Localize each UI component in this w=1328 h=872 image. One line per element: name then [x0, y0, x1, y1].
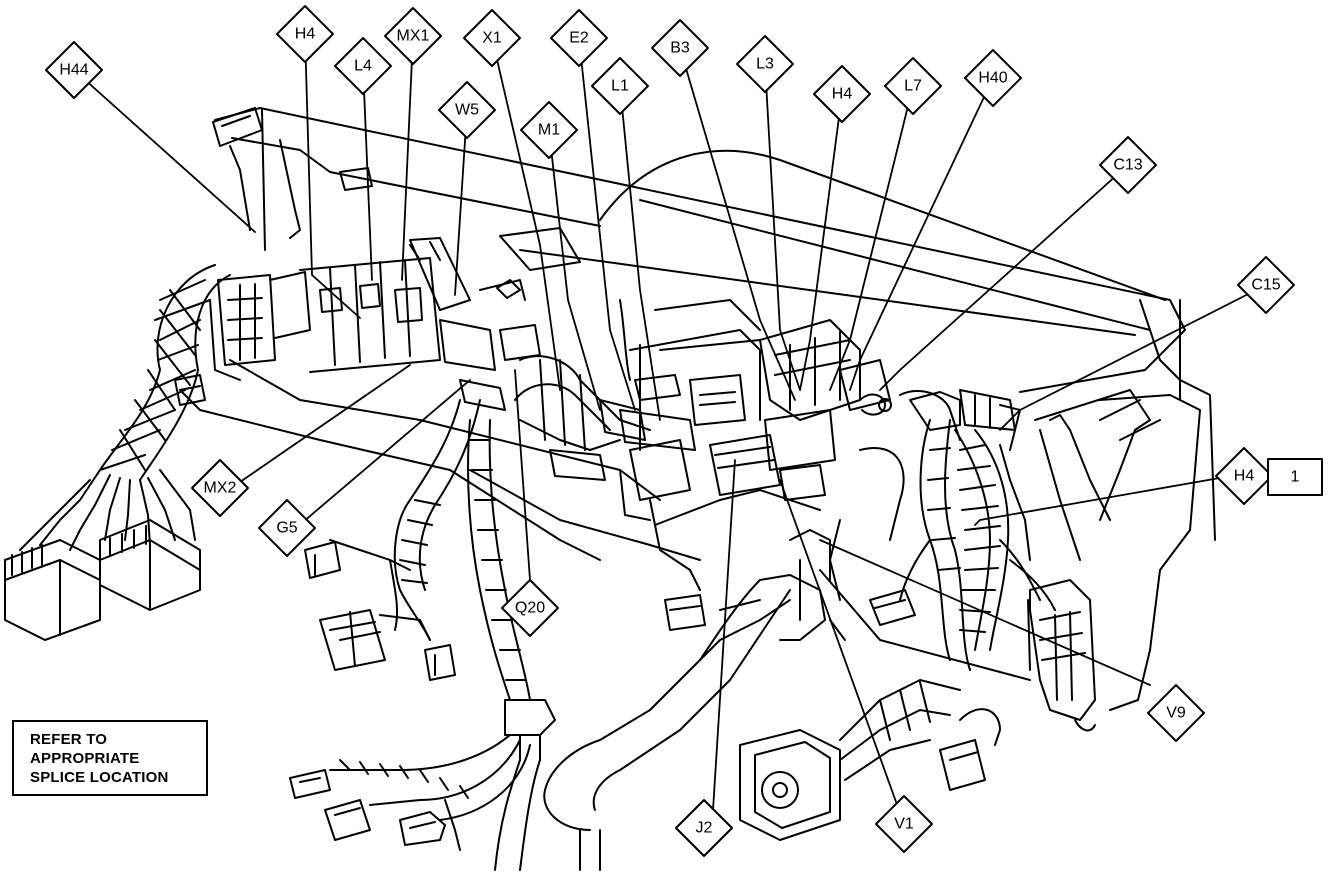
- middle-harness: [514, 299, 781, 521]
- callout-h4-top: H4: [295, 26, 316, 43]
- left-braided-harness: [19, 264, 231, 551]
- diamond-h40: [964, 49, 1022, 107]
- callout-mx2: MX2: [204, 480, 237, 497]
- misc-connectors: [174, 374, 1071, 641]
- diamond-m1: [520, 101, 578, 159]
- diamond-c13: [1099, 136, 1157, 194]
- callout-labels: H44 H4 L4 MX1 X1 E2 B3 L3 W5 M1 L1 H4 L7…: [59, 26, 1299, 837]
- left-lower-connector-2: [99, 519, 201, 611]
- diamond-v1: [875, 795, 933, 853]
- callout-h44: H44: [59, 62, 88, 79]
- diamond-v9: [1147, 684, 1205, 742]
- splice-location-note: REFER TO APPROPRIATE SPLICE LOCATION: [12, 720, 208, 796]
- diamond-q20: [501, 579, 559, 637]
- left-lower-wiring: [289, 399, 556, 851]
- instrument-panel: [179, 107, 1216, 711]
- callout-x1: X1: [482, 30, 502, 47]
- callout-h4-right: H4: [1234, 468, 1255, 485]
- diamond-l3: [736, 35, 794, 93]
- callout-q20: Q20: [515, 600, 545, 617]
- diamond-b3: [651, 19, 709, 77]
- center-right-connectors: [759, 319, 1021, 501]
- callout-e2: E2: [569, 30, 589, 47]
- diamond-l7: [884, 57, 942, 115]
- leader-lines: [73, 33, 1267, 827]
- diamond-h44: [45, 41, 103, 99]
- callout-c15: C15: [1251, 277, 1280, 294]
- callout-w5: W5: [455, 102, 479, 119]
- callout-c13: C13: [1113, 157, 1142, 174]
- diamond-mx1: [384, 7, 442, 65]
- callout-j2: J2: [696, 820, 713, 837]
- left-lower-connector-1: [4, 539, 101, 641]
- note-line-3: SPLICE LOCATION: [30, 769, 169, 786]
- note-line-1: REFER TO: [30, 731, 108, 748]
- callout-m1: M1: [538, 122, 560, 139]
- diamond-c15: [1237, 256, 1295, 314]
- callout-g5: G5: [276, 520, 297, 537]
- callout-l3: L3: [756, 56, 774, 73]
- left-panel-connectors: [217, 237, 541, 411]
- diamond-e2: [550, 9, 608, 67]
- callout-mx1: MX1: [397, 28, 430, 45]
- callout-v9: V9: [1166, 705, 1186, 722]
- callout-diamonds: [45, 5, 1295, 857]
- callout-v1: V1: [894, 816, 914, 833]
- diamond-h4-mid: [813, 65, 871, 123]
- diamond-mx2: [191, 459, 249, 517]
- top-left-bracket: [212, 107, 581, 271]
- callout-h4-right-number: 1: [1291, 469, 1300, 486]
- callout-b3: B3: [670, 40, 690, 57]
- diamond-w5: [438, 81, 496, 139]
- callout-l1: L1: [611, 78, 629, 95]
- callout-h40: H40: [978, 70, 1007, 87]
- callout-l4: L4: [354, 58, 372, 75]
- callout-h4-mid: H4: [832, 86, 853, 103]
- diamond-h4-right: [1215, 447, 1273, 505]
- callout-l7: L7: [904, 78, 922, 95]
- lower-round-connector: [739, 679, 1001, 841]
- diamond-h4-top: [276, 5, 334, 63]
- diamond-x1: [463, 9, 521, 67]
- diamond-l1: [591, 57, 649, 115]
- diamond-l4: [334, 37, 392, 95]
- diamond-j2: [675, 799, 733, 857]
- note-line-2: APPROPRIATE: [30, 750, 140, 767]
- callout-h4-right-box: [1267, 458, 1323, 496]
- diamond-g5: [258, 499, 316, 557]
- right-harness: [869, 419, 1096, 732]
